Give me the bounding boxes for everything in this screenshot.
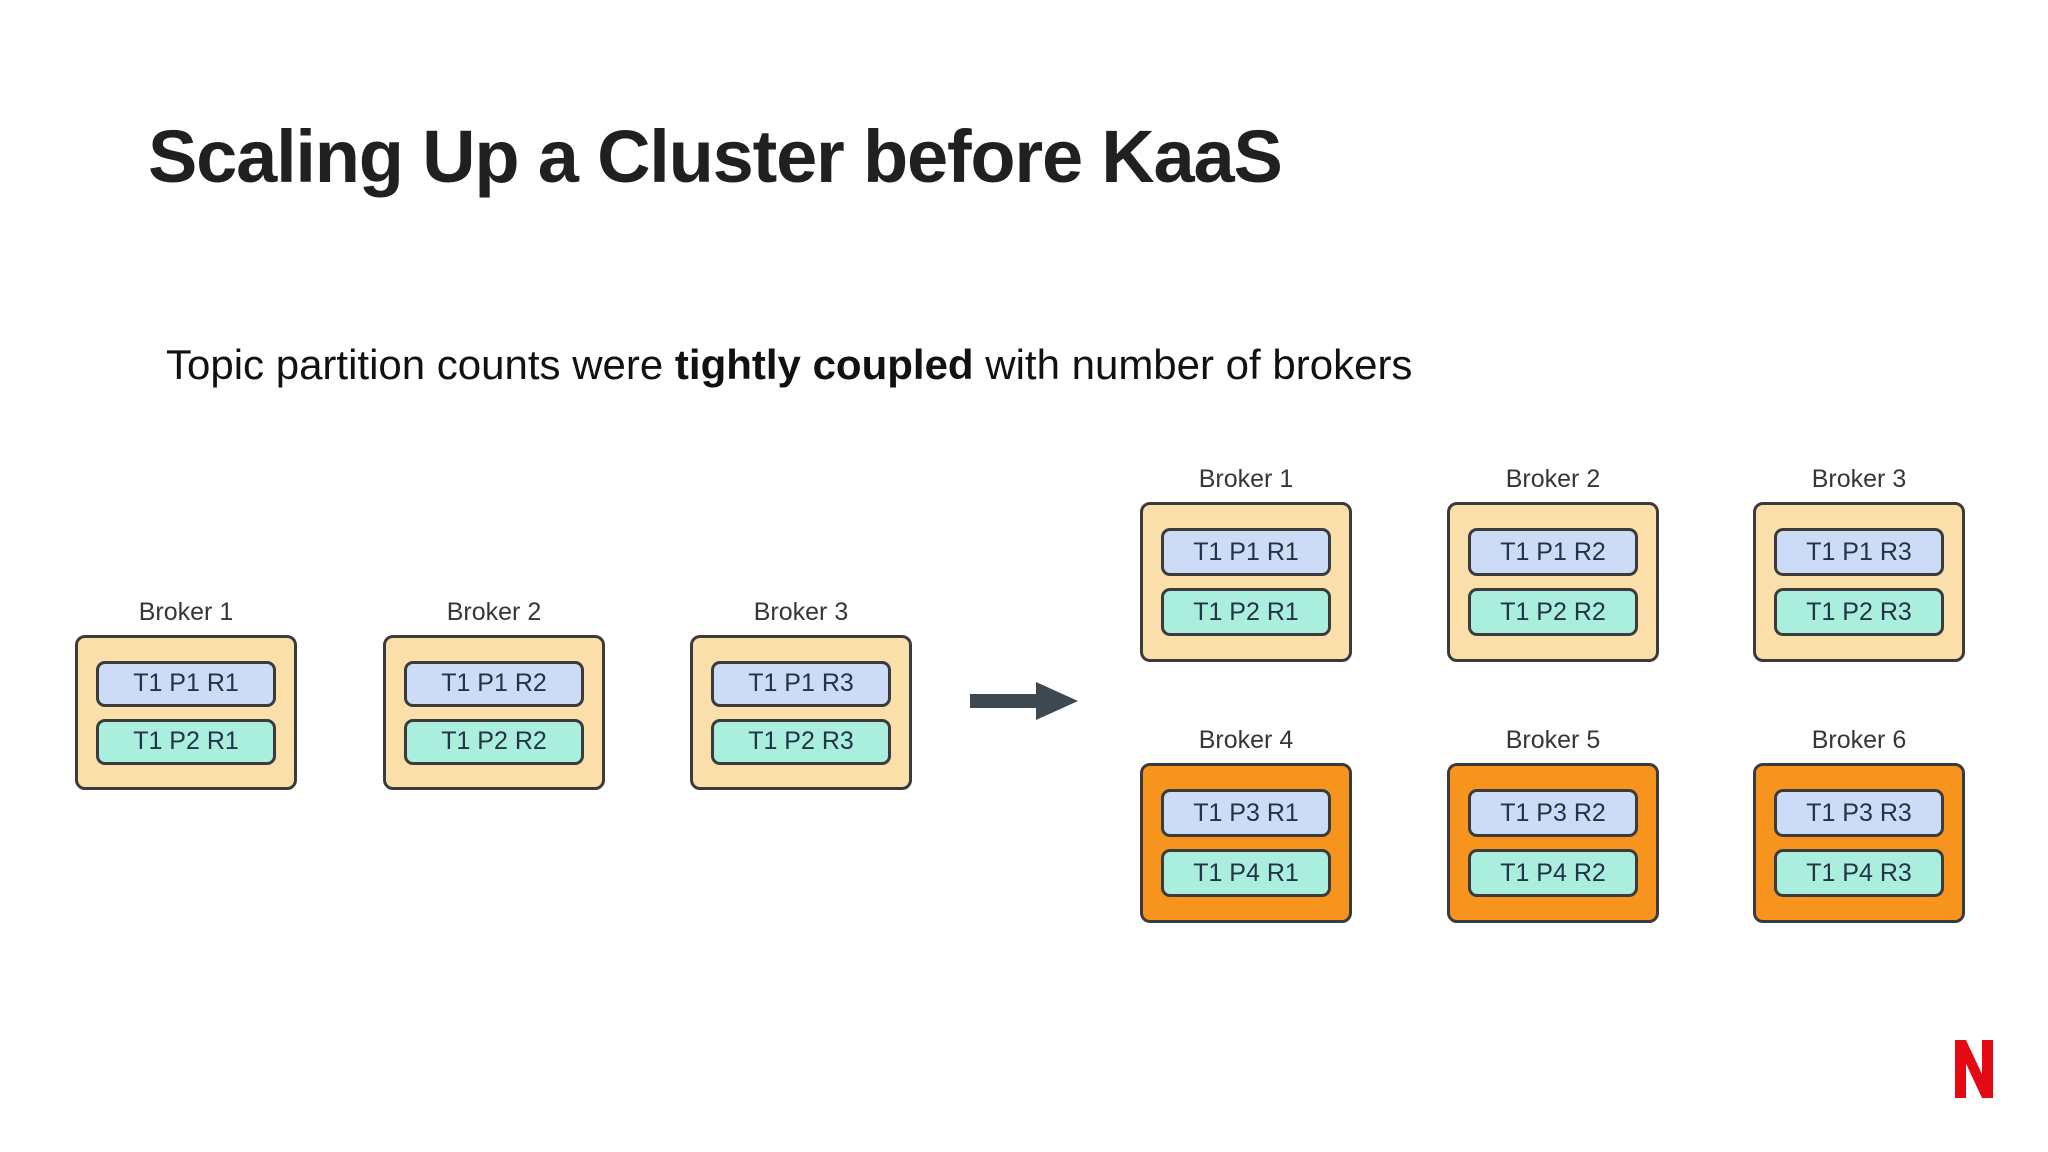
broker-label: Broker 1 [138, 598, 234, 626]
broker-card: Broker 3 T1 P1 R3 T1 P2 R3 [1753, 467, 1965, 662]
broker-box: T1 P1 R3 T1 P2 R3 [1753, 502, 1965, 662]
broker-box: T1 P3 R2 T1 P4 R2 [1447, 763, 1659, 923]
broker-card: Broker 5 T1 P3 R2 T1 P4 R2 [1447, 728, 1659, 923]
broker-box: T1 P1 R2 T1 P2 R2 [1447, 502, 1659, 662]
partition-chip: T1 P1 R2 [1468, 528, 1638, 576]
broker-card: Broker 2 T1 P1 R2 T1 P2 R2 [383, 600, 605, 790]
subtitle-text-after: with number of brokers [973, 341, 1413, 388]
slide-subtitle: Topic partition counts were tightly coup… [166, 340, 1412, 390]
partition-chip: T1 P1 R3 [1774, 528, 1944, 576]
broker-label: Broker 2 [446, 598, 542, 626]
partition-chip: T1 P3 R2 [1468, 789, 1638, 837]
partition-chip: T1 P3 R1 [1161, 789, 1331, 837]
partition-chip: T1 P2 R1 [1161, 588, 1331, 636]
broker-label: Broker 4 [1198, 726, 1294, 754]
broker-box: T1 P1 R3 T1 P2 R3 [690, 635, 912, 790]
partition-chip: T1 P2 R2 [1468, 588, 1638, 636]
broker-box: T1 P3 R1 T1 P4 R1 [1140, 763, 1352, 923]
partition-chip: T1 P3 R3 [1774, 789, 1944, 837]
partition-chip: T1 P1 R3 [711, 660, 891, 707]
broker-box: T1 P1 R1 T1 P2 R1 [1140, 502, 1352, 662]
broker-box: T1 P1 R1 T1 P2 R1 [75, 635, 297, 790]
partition-chip: T1 P2 R1 [96, 718, 276, 765]
broker-label: Broker 1 [1198, 465, 1294, 493]
partition-chip: T1 P4 R1 [1161, 849, 1331, 897]
partition-chip: T1 P1 R1 [96, 660, 276, 707]
arrow-right-icon [970, 680, 1080, 722]
partition-chip: T1 P2 R3 [1774, 588, 1944, 636]
broker-card: Broker 1 T1 P1 R1 T1 P2 R1 [1140, 467, 1352, 662]
subtitle-emphasis: tightly coupled [674, 341, 974, 388]
partition-chip: T1 P4 R3 [1774, 849, 1944, 897]
broker-label: Broker 3 [1811, 465, 1907, 493]
page-title: Scaling Up a Cluster before KaaS [148, 115, 1283, 198]
broker-card: Broker 3 T1 P1 R3 T1 P2 R3 [690, 600, 912, 790]
broker-card: Broker 1 T1 P1 R1 T1 P2 R1 [75, 600, 297, 790]
broker-card: Broker 6 T1 P3 R3 T1 P4 R3 [1753, 728, 1965, 923]
broker-box: T1 P1 R2 T1 P2 R2 [383, 635, 605, 790]
partition-chip: T1 P1 R2 [404, 660, 584, 707]
broker-label: Broker 5 [1505, 726, 1601, 754]
broker-box: T1 P3 R3 T1 P4 R3 [1753, 763, 1965, 923]
broker-label: Broker 2 [1505, 465, 1601, 493]
broker-card: Broker 4 T1 P3 R1 T1 P4 R1 [1140, 728, 1352, 923]
broker-label: Broker 3 [753, 598, 849, 626]
netflix-n-logo [1955, 1040, 1993, 1098]
partition-chip: T1 P2 R2 [404, 718, 584, 765]
partition-chip: T1 P4 R2 [1468, 849, 1638, 897]
partition-chip: T1 P1 R1 [1161, 528, 1331, 576]
broker-card: Broker 2 T1 P1 R2 T1 P2 R2 [1447, 467, 1659, 662]
broker-label: Broker 6 [1811, 726, 1907, 754]
subtitle-text-before: Topic partition counts were [166, 341, 675, 388]
partition-chip: T1 P2 R3 [711, 718, 891, 765]
